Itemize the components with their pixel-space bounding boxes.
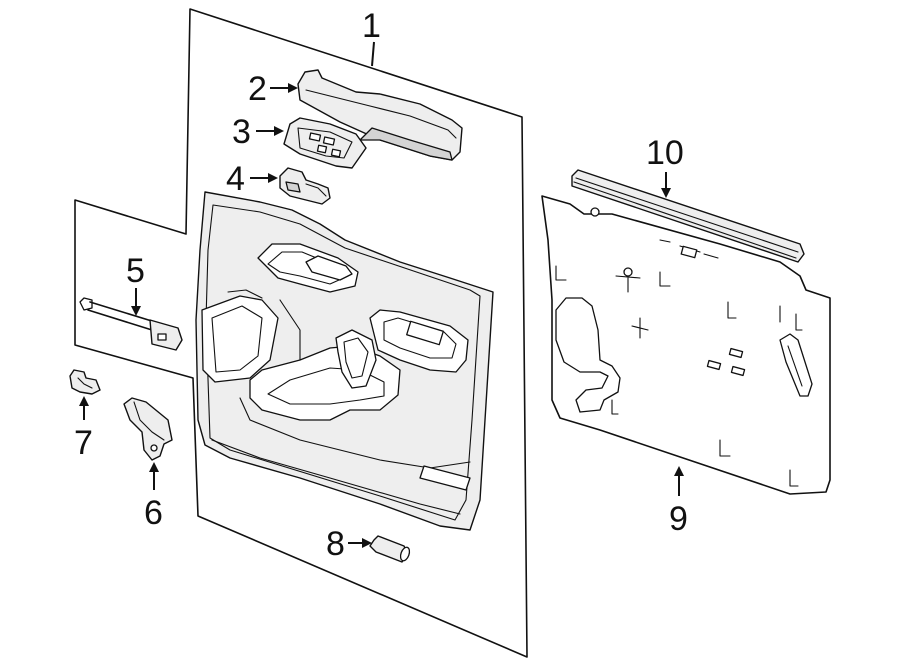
callout-4: 4 xyxy=(226,160,245,198)
armrest-trim[interactable] xyxy=(297,69,463,161)
callout-2: 2 xyxy=(248,70,267,108)
water-deflector[interactable] xyxy=(541,195,831,495)
callout-6: 6 xyxy=(144,494,163,532)
door-switch[interactable] xyxy=(279,167,331,205)
trim-plug[interactable] xyxy=(369,535,411,563)
callout-7: 7 xyxy=(74,424,93,462)
leader-lines xyxy=(79,41,684,548)
retainer-clip[interactable] xyxy=(69,369,101,395)
callout-5: 5 xyxy=(126,252,145,290)
door-trim-panel[interactable] xyxy=(195,191,494,531)
belt-weatherstrip[interactable] xyxy=(571,169,805,263)
release-cable[interactable] xyxy=(79,297,183,351)
window-switch-bezel[interactable] xyxy=(283,117,367,169)
callout-8: 8 xyxy=(326,525,345,563)
callout-10: 10 xyxy=(646,134,684,172)
mounting-bracket[interactable] xyxy=(123,397,173,461)
callout-9: 9 xyxy=(669,500,688,538)
callout-3: 3 xyxy=(232,113,251,151)
callout-1: 1 xyxy=(362,7,381,45)
